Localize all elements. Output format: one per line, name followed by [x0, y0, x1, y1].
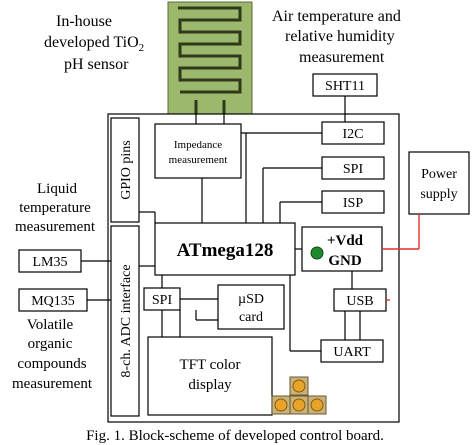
- vdd-label: +Vdd: [327, 233, 364, 249]
- voc-title-line2: organic: [28, 336, 73, 352]
- sht11-label: SHT11: [325, 79, 365, 94]
- usd-card-label-line2: card: [239, 310, 263, 325]
- usd-card-block: [217, 284, 285, 330]
- uart-label: UART: [333, 345, 371, 360]
- voc-title-line4: measurement: [12, 376, 93, 392]
- usb-label: USB: [346, 294, 373, 309]
- i2c-label: I2C: [343, 127, 364, 142]
- connection-lines: [81, 96, 420, 352]
- figure-caption: Fig. 1. Block-scheme of developed contro…: [86, 428, 384, 444]
- spi-right-label: SPI: [343, 162, 364, 177]
- sensor-title-line3: pH sensor: [64, 56, 129, 73]
- lm35-label: LM35: [33, 255, 68, 270]
- adc-interface-block: [110, 225, 140, 417]
- gpio-pins-label: GPIO pins: [119, 140, 134, 200]
- air-title-line3: measurement: [299, 49, 385, 66]
- sensor-title-line1: In-house: [56, 13, 112, 30]
- usd-card-label-line1: µSD: [238, 292, 264, 307]
- isp-label: ISP: [343, 196, 363, 211]
- impedance-block: [154, 123, 242, 179]
- power-supply-label-line2: supply: [420, 187, 457, 202]
- air-title-line1: Air temperature and: [272, 8, 401, 25]
- power-led-icon: [310, 246, 324, 260]
- tft-display-block: [147, 336, 273, 416]
- impedance-label-line2: measurement: [169, 154, 228, 166]
- ph-sensor-image: [167, 1, 253, 115]
- gpio-pins-block: [110, 117, 140, 223]
- spi-left-label: SPI: [152, 293, 173, 308]
- liquid-title-line3: measurement: [15, 219, 96, 235]
- gnd-label: GND: [328, 253, 362, 269]
- liquid-title-line1: Liquid: [37, 181, 77, 197]
- adc-interface-label: 8-ch. ADC interface: [119, 264, 134, 377]
- power-supply-block: [408, 151, 470, 215]
- sensor-title-line2: developed TiO2: [44, 34, 144, 54]
- push-buttons-image: [271, 376, 327, 415]
- voc-title-line3: compounds: [17, 356, 86, 372]
- voc-title-line1: Volatile: [27, 317, 74, 333]
- mq135-label: MQ135: [31, 294, 75, 309]
- atmega128-label: ATmega128: [177, 240, 274, 261]
- tft-label-line1: TFT color: [180, 357, 241, 373]
- tft-label-line2: display: [188, 377, 232, 393]
- air-title-line2: relative humidity: [285, 28, 395, 45]
- impedance-label-line1: Impedance: [174, 139, 222, 151]
- liquid-title-line2: temperature: [19, 200, 91, 216]
- power-supply-label-line1: Power: [421, 167, 457, 182]
